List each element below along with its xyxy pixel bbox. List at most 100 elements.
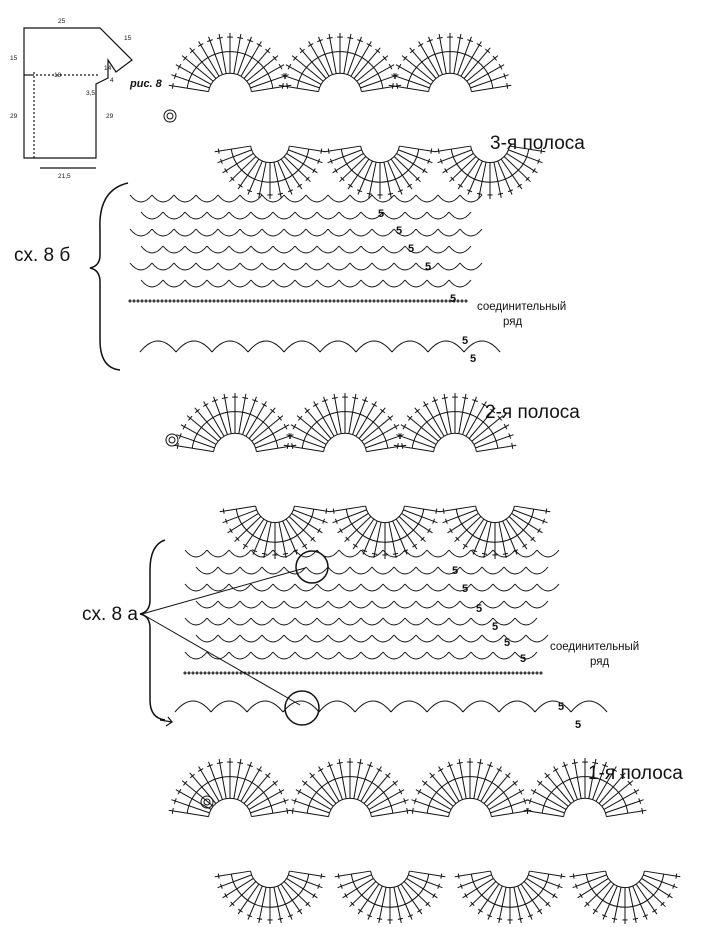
chain-loop (404, 549, 428, 558)
strip-2-label: 2-я полоса (485, 402, 580, 423)
fan-motif (168, 758, 292, 818)
chain-dot (464, 299, 468, 303)
dim-label: 14 (104, 65, 112, 72)
chain-dot (199, 671, 203, 675)
chain-loop (459, 228, 483, 237)
chain-dot (176, 299, 180, 303)
chain-loop (250, 583, 274, 592)
chain-loop (393, 634, 417, 643)
chain-dot (363, 671, 367, 675)
chain-dot (372, 299, 376, 303)
chain-loop (437, 566, 461, 575)
chain-dot (339, 671, 343, 675)
chain-dot (383, 671, 387, 675)
chain-loop (261, 600, 285, 609)
count-five: 5 (408, 243, 414, 255)
chain-loop (250, 549, 274, 558)
chain-loop (294, 279, 318, 288)
shell-arc (247, 340, 285, 353)
chain-loop (250, 279, 274, 288)
chain-dot (364, 299, 368, 303)
chain-loop (514, 617, 538, 626)
chain-loop (371, 228, 395, 237)
chain-loop (305, 600, 329, 609)
chain-dot (388, 299, 392, 303)
chain-loop (536, 583, 560, 592)
chain-dot (384, 299, 388, 303)
chain-loop (206, 651, 230, 660)
chain-loop (448, 583, 472, 592)
connecting-row-text: соединительный (477, 301, 567, 313)
chain-loop (250, 245, 274, 254)
connecting-row-text: соединительный (550, 641, 640, 653)
chain-loop (371, 194, 395, 203)
chain-dot (395, 671, 399, 675)
chain-loop (327, 566, 351, 575)
chain-dot (192, 299, 196, 303)
chain-loop (272, 245, 296, 254)
chain-loop (404, 211, 428, 220)
chain-loop (393, 600, 417, 609)
chain-dot (400, 299, 404, 303)
chain-loop (206, 279, 230, 288)
chain-dot (279, 671, 283, 675)
shell-arc (570, 700, 608, 713)
chain-dot (387, 671, 391, 675)
chain-loop (272, 651, 296, 660)
chain-dot (367, 671, 371, 675)
chain-loop (514, 651, 538, 660)
chain-dot (303, 671, 307, 675)
chain-loop (228, 245, 252, 254)
chain-loop (382, 211, 406, 220)
shell-arc (211, 340, 249, 353)
shell-arc (282, 700, 320, 713)
chain-loop (305, 634, 329, 643)
chain-dot (324, 299, 328, 303)
chain-loop (173, 262, 197, 271)
chain-loop (283, 194, 307, 203)
chain-dot (223, 671, 227, 675)
chain-loop (393, 194, 417, 203)
chain-loop (327, 634, 351, 643)
chain-loop (349, 634, 373, 643)
chain-dot (432, 299, 436, 303)
chain-loop (173, 228, 197, 237)
shell-arc (355, 340, 393, 353)
count-five: 5 (575, 719, 581, 731)
garment-outline (23, 27, 133, 169)
chain-dot (328, 299, 332, 303)
chain-loop (294, 583, 318, 592)
chain-loop (206, 211, 230, 220)
count-five: 5 (558, 701, 564, 713)
fan-motif (214, 145, 326, 199)
chain-loop (426, 245, 450, 254)
chain-loop (525, 566, 549, 575)
chain-loop (459, 634, 483, 643)
shell-arc (319, 340, 357, 353)
chain-loop (184, 211, 208, 220)
chain-dot (359, 671, 363, 675)
chain-dot (212, 299, 216, 303)
chain-loop (217, 262, 241, 271)
chain-dot (371, 671, 375, 675)
chain-dot (511, 671, 515, 675)
chain-loop (470, 651, 494, 660)
chain-dot (160, 299, 164, 303)
chain-dot (435, 671, 439, 675)
chain-loop (272, 279, 296, 288)
chain-loop (349, 194, 373, 203)
chain-dot (399, 671, 403, 675)
shell-arc (498, 700, 536, 713)
shell-arc (462, 700, 500, 713)
shell-arc (210, 700, 248, 713)
chain-loop (228, 279, 252, 288)
chain-loop (338, 211, 362, 220)
chain-loop (228, 549, 252, 558)
chain-loop (393, 262, 417, 271)
chain-loop (140, 279, 164, 288)
chain-loop (338, 549, 362, 558)
chain-loop (404, 617, 428, 626)
chain-dot (356, 299, 360, 303)
chain-dot (184, 299, 188, 303)
chain-dot (539, 671, 543, 675)
